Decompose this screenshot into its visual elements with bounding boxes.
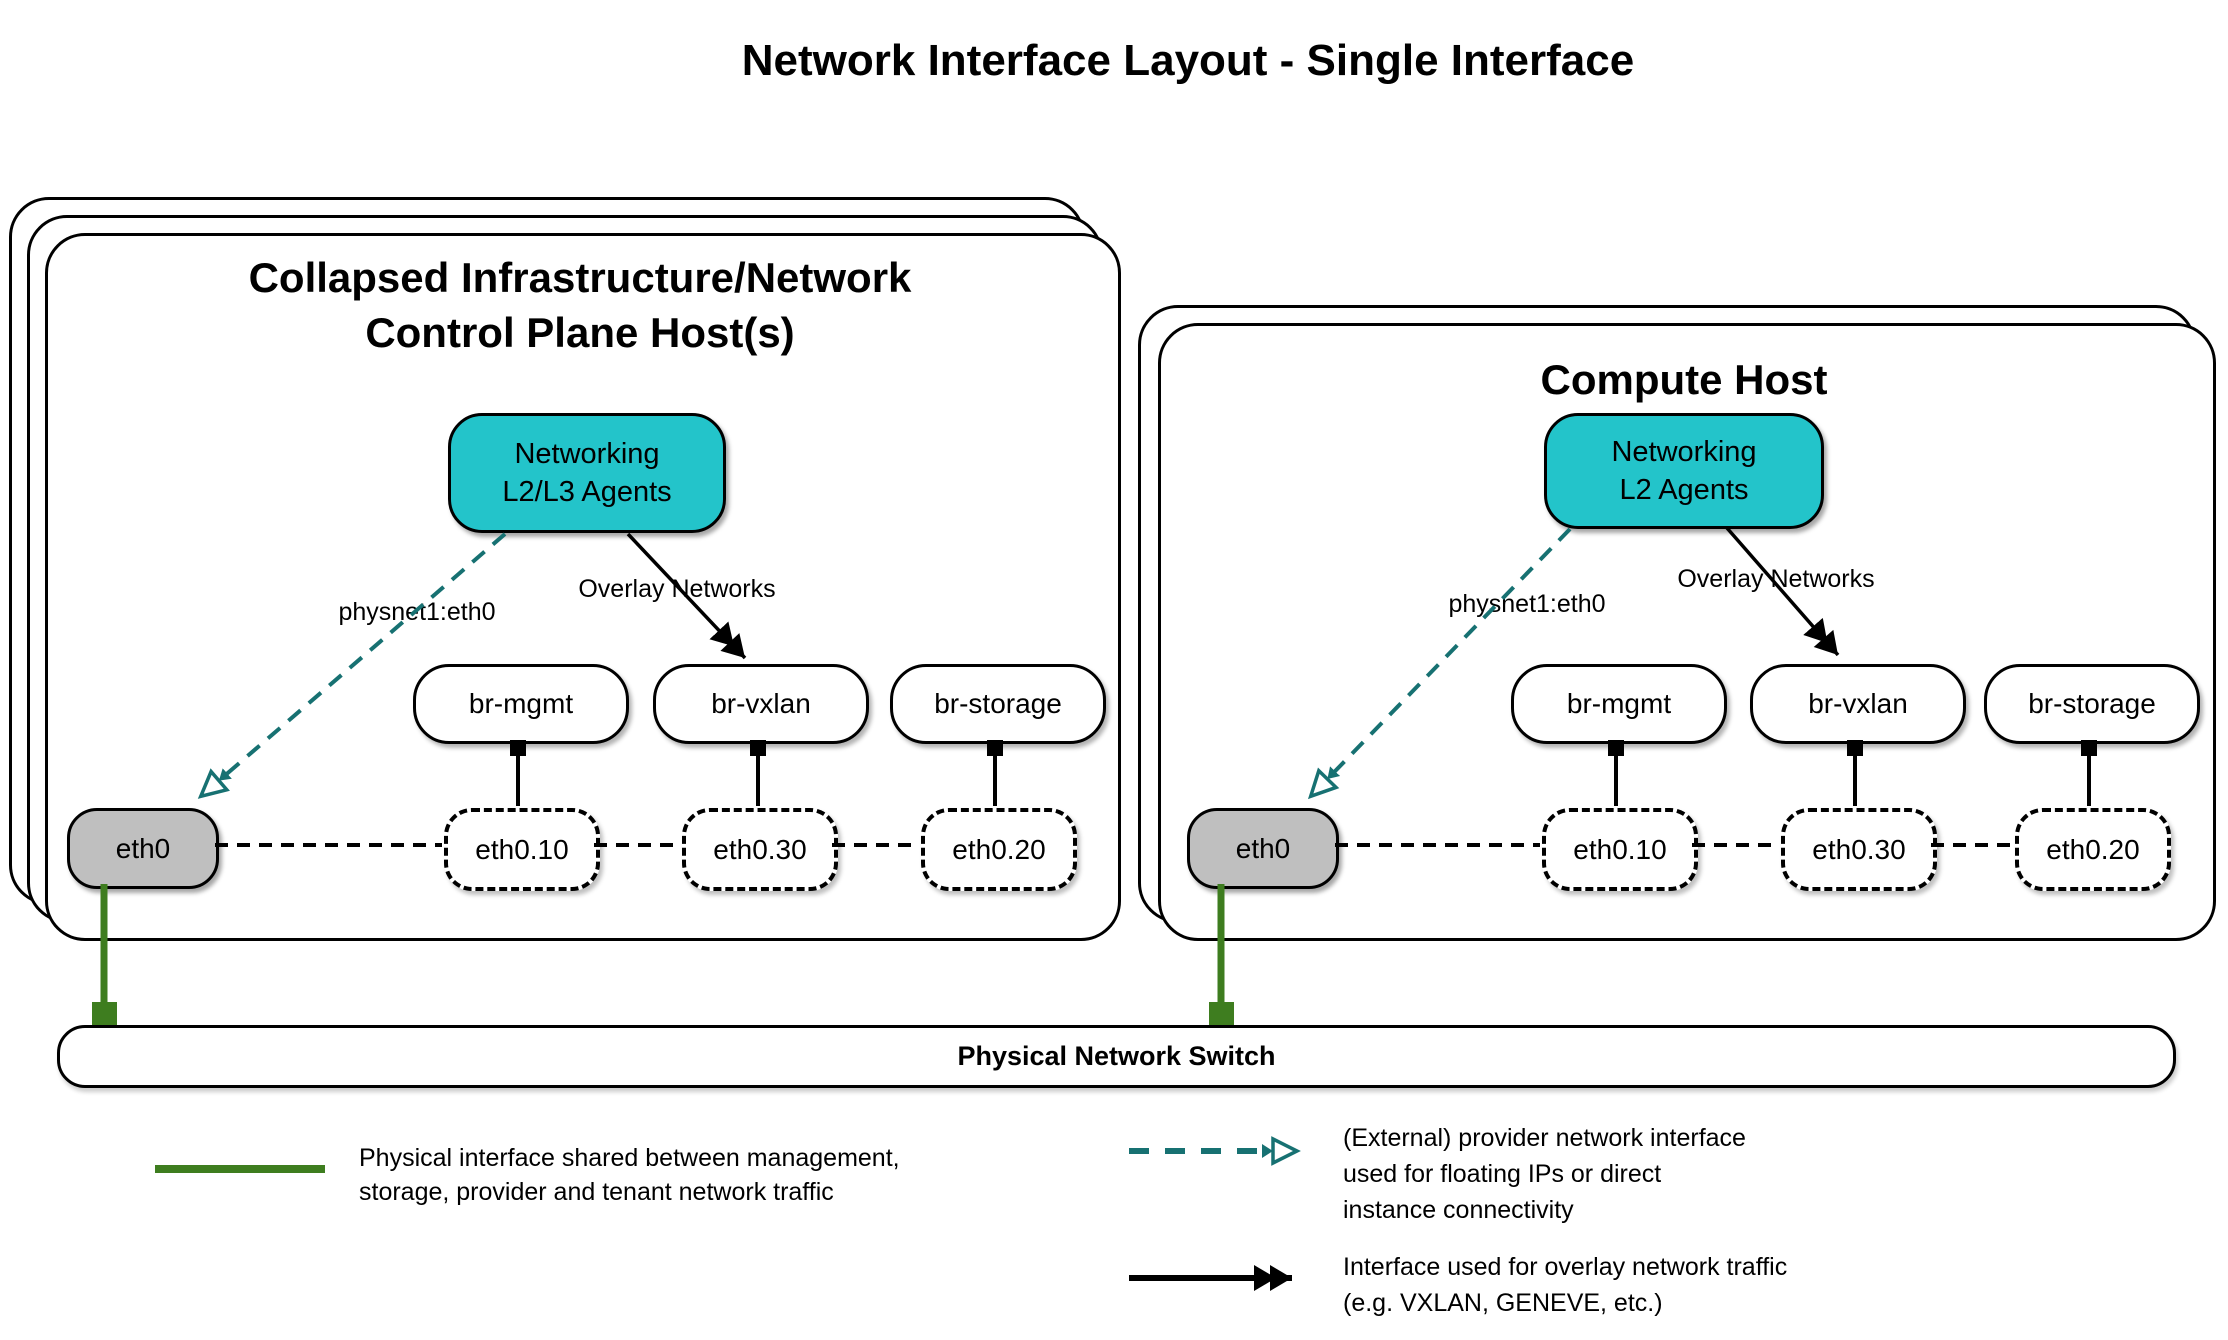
control-plane-host-title-line1: Collapsed Infrastructure/Network xyxy=(248,254,912,301)
legend-line: used for floating IPs or direct xyxy=(1343,1160,1662,1188)
bridge-br-mgmt-node: br-mgmt xyxy=(1511,664,1727,744)
physical-nic-eth0-node: eth0 xyxy=(67,808,219,889)
provider-edge-label: physnet1:eth0 xyxy=(1448,590,1606,618)
physical-nic-eth0-node: eth0 xyxy=(1187,808,1339,889)
overlay-edge-label: Overlay Networks xyxy=(578,575,776,603)
control-plane-host-title: Collapsed Infrastructure/Network Control… xyxy=(95,250,1065,360)
bridge-br-storage-node: br-storage xyxy=(1984,664,2200,744)
physical-network-switch-box: Physical Network Switch xyxy=(57,1025,2176,1088)
legend-overlay-interface-text: Interface used for overlay network traff… xyxy=(1343,1249,1787,1321)
agent-label-line1: Networking xyxy=(1611,436,1757,468)
physical-network-switch-label: Physical Network Switch xyxy=(957,1041,1276,1071)
compute-host-title: Compute Host xyxy=(1208,352,2160,407)
agent-label-line1: Networking xyxy=(514,438,660,470)
networking-l2-l3-agents-node: Networking L2/L3 Agents xyxy=(448,413,726,533)
agent-label-line2: L2 Agents xyxy=(1619,474,1749,506)
bridge-br-vxlan-node: br-vxlan xyxy=(1750,664,1966,744)
vlan-eth0-10-node: eth0.10 xyxy=(1542,808,1698,891)
legend-line: instance connectivity xyxy=(1343,1196,1574,1224)
bridge-br-vxlan-node: br-vxlan xyxy=(653,664,869,744)
compute-host-title-line1: Compute Host xyxy=(1540,356,1828,403)
bridge-br-mgmt-node: br-mgmt xyxy=(413,664,629,744)
vlan-eth0-20-node: eth0.20 xyxy=(2015,808,2171,891)
legend-line: Physical interface shared between manage… xyxy=(359,1144,900,1172)
vlan-eth0-30-node: eth0.30 xyxy=(1781,808,1937,891)
legend-physical-interface-text: Physical interface shared between manage… xyxy=(359,1141,900,1209)
legend-line: storage, provider and tenant network tra… xyxy=(359,1178,834,1206)
control-plane-host-title-line2: Control Plane Host(s) xyxy=(365,309,795,356)
networking-l2-agents-node: Networking L2 Agents xyxy=(1544,413,1824,529)
switch-port-connector xyxy=(92,1002,117,1025)
bridge-br-storage-node: br-storage xyxy=(890,664,1106,744)
agent-label-line2: L2/L3 Agents xyxy=(502,476,672,508)
legend-line: (External) provider network interface xyxy=(1343,1124,1746,1152)
legend-line: Interface used for overlay network traff… xyxy=(1343,1253,1788,1281)
overlay-edge-label: Overlay Networks xyxy=(1677,565,1875,593)
legend-line: (e.g. VXLAN, GENEVE, etc.) xyxy=(1343,1289,1663,1317)
switch-port-connector xyxy=(1209,1002,1234,1025)
legend-provider-interface-text: (External) provider network interface us… xyxy=(1343,1120,1746,1228)
diagram-title: Network Interface Layout - Single Interf… xyxy=(741,36,1635,85)
vlan-eth0-20-node: eth0.20 xyxy=(921,808,1077,891)
vlan-eth0-10-node: eth0.10 xyxy=(444,808,600,891)
vlan-eth0-30-node: eth0.30 xyxy=(682,808,838,891)
